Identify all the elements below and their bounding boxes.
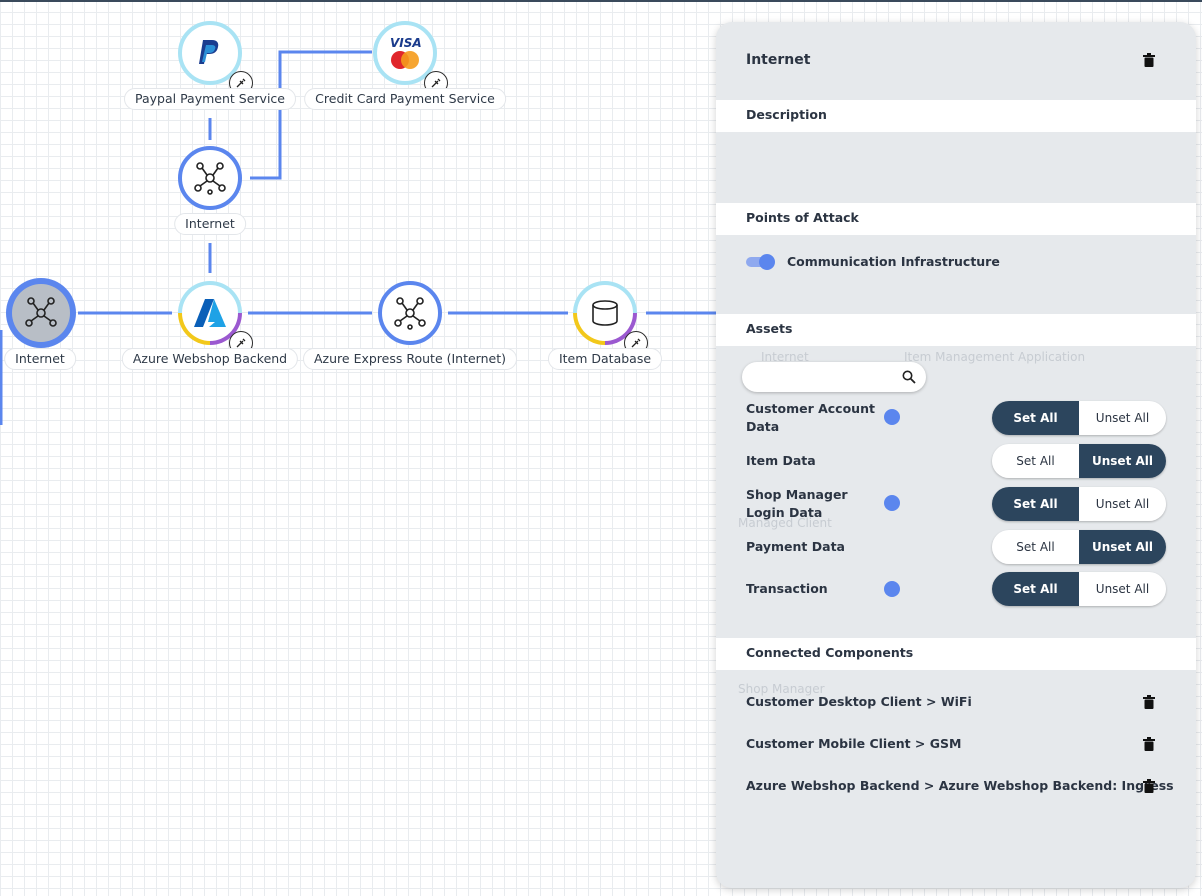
unset-all-button[interactable]: Unset All — [1079, 487, 1166, 521]
set-all-button[interactable]: Set All — [992, 530, 1079, 564]
connected-component-item[interactable]: Customer Desktop Client > WiFi — [746, 694, 972, 709]
svg-text:VISA: VISA — [390, 36, 422, 50]
asset-name: Shop Manager Login Data — [746, 487, 848, 520]
node-label-credit-card: Credit Card Payment Service — [304, 88, 506, 110]
asset-toggle-group: Set All Unset All — [992, 530, 1166, 564]
node-internet-top[interactable] — [178, 146, 242, 210]
unset-all-button[interactable]: Unset All — [1079, 444, 1166, 478]
set-all-button[interactable]: Set All — [992, 487, 1079, 521]
ghost-label-managed-client: Managed Client — [738, 516, 832, 530]
node-item-database[interactable] — [573, 281, 637, 345]
asset-toggle-group: Set All Unset All — [992, 401, 1166, 435]
set-all-button[interactable]: Set All — [992, 572, 1079, 606]
trash-icon[interactable] — [1143, 779, 1155, 793]
ghost-label-item-mgmt: Item Management Application — [904, 350, 1086, 364]
trash-icon[interactable] — [1143, 737, 1155, 751]
node-credit-card[interactable]: VISA — [373, 21, 437, 85]
asset-name: Transaction — [746, 581, 828, 596]
asset-name: Customer Account Data — [746, 401, 875, 434]
node-label-item-database: Item Database — [547, 348, 663, 370]
ghost-label-shop-manager: Shop Manager — [738, 682, 825, 696]
asset-indicator-dot — [884, 581, 900, 597]
poa-label: Communication Infrastructure — [787, 254, 1000, 269]
node-label-internet-top: Internet — [174, 213, 246, 235]
asset-indicator-dot — [884, 409, 900, 425]
network-hub-icon — [194, 162, 226, 195]
section-description: Description — [716, 100, 1196, 132]
asset-name: Payment Data — [746, 539, 845, 554]
unset-all-button[interactable]: Unset All — [1079, 530, 1166, 564]
node-label-internet-left: Internet — [4, 348, 76, 370]
network-hub-icon — [394, 297, 426, 330]
panel-title: Internet — [746, 52, 811, 68]
connected-component-item[interactable]: Customer Mobile Client > GSM — [746, 736, 962, 751]
trash-icon[interactable] — [1143, 695, 1155, 709]
paypal-icon — [199, 40, 219, 64]
asset-toggle-group: Set All Unset All — [992, 487, 1166, 521]
properties-panel: Internet Item Management Application Man… — [716, 22, 1196, 888]
asset-indicator-dot — [884, 495, 900, 511]
unset-all-button[interactable]: Unset All — [1079, 572, 1166, 606]
node-internet-left[interactable] — [6, 278, 76, 348]
poa-toggle[interactable] — [746, 254, 776, 270]
node-label-azure-backend: Azure Webshop Backend — [121, 348, 299, 370]
connected-component-item[interactable]: Azure Webshop Backend > Azure Webshop Ba… — [746, 778, 1174, 793]
search-icon[interactable] — [902, 370, 916, 384]
network-hub-icon — [25, 297, 57, 327]
top-border — [0, 0, 1202, 2]
set-all-button[interactable]: Set All — [992, 444, 1079, 478]
section-connected-components: Connected Components — [716, 638, 1196, 670]
asset-search-input[interactable] — [742, 362, 926, 392]
edge-internet-creditcard — [250, 50, 372, 180]
visa-mastercard-icon: VISA — [390, 36, 422, 69]
asset-toggle-group: Set All Unset All — [992, 572, 1166, 606]
set-all-button[interactable]: Set All — [992, 401, 1079, 435]
asset-toggle-group: Set All Unset All — [992, 444, 1166, 478]
unset-all-button[interactable]: Unset All — [1079, 401, 1166, 435]
database-icon — [592, 300, 618, 326]
section-assets: Assets — [716, 314, 1196, 346]
ghost-label-internet: Internet — [761, 350, 809, 364]
canvas-edges — [0, 50, 716, 425]
node-label-express-route: Azure Express Route (Internet) — [303, 348, 517, 370]
node-label-paypal: Paypal Payment Service — [124, 88, 296, 110]
section-points-of-attack: Points of Attack — [716, 203, 1196, 235]
asset-name: Item Data — [746, 453, 816, 468]
azure-icon — [194, 299, 226, 327]
node-express-route[interactable] — [378, 281, 442, 345]
trash-icon[interactable] — [1143, 53, 1155, 67]
